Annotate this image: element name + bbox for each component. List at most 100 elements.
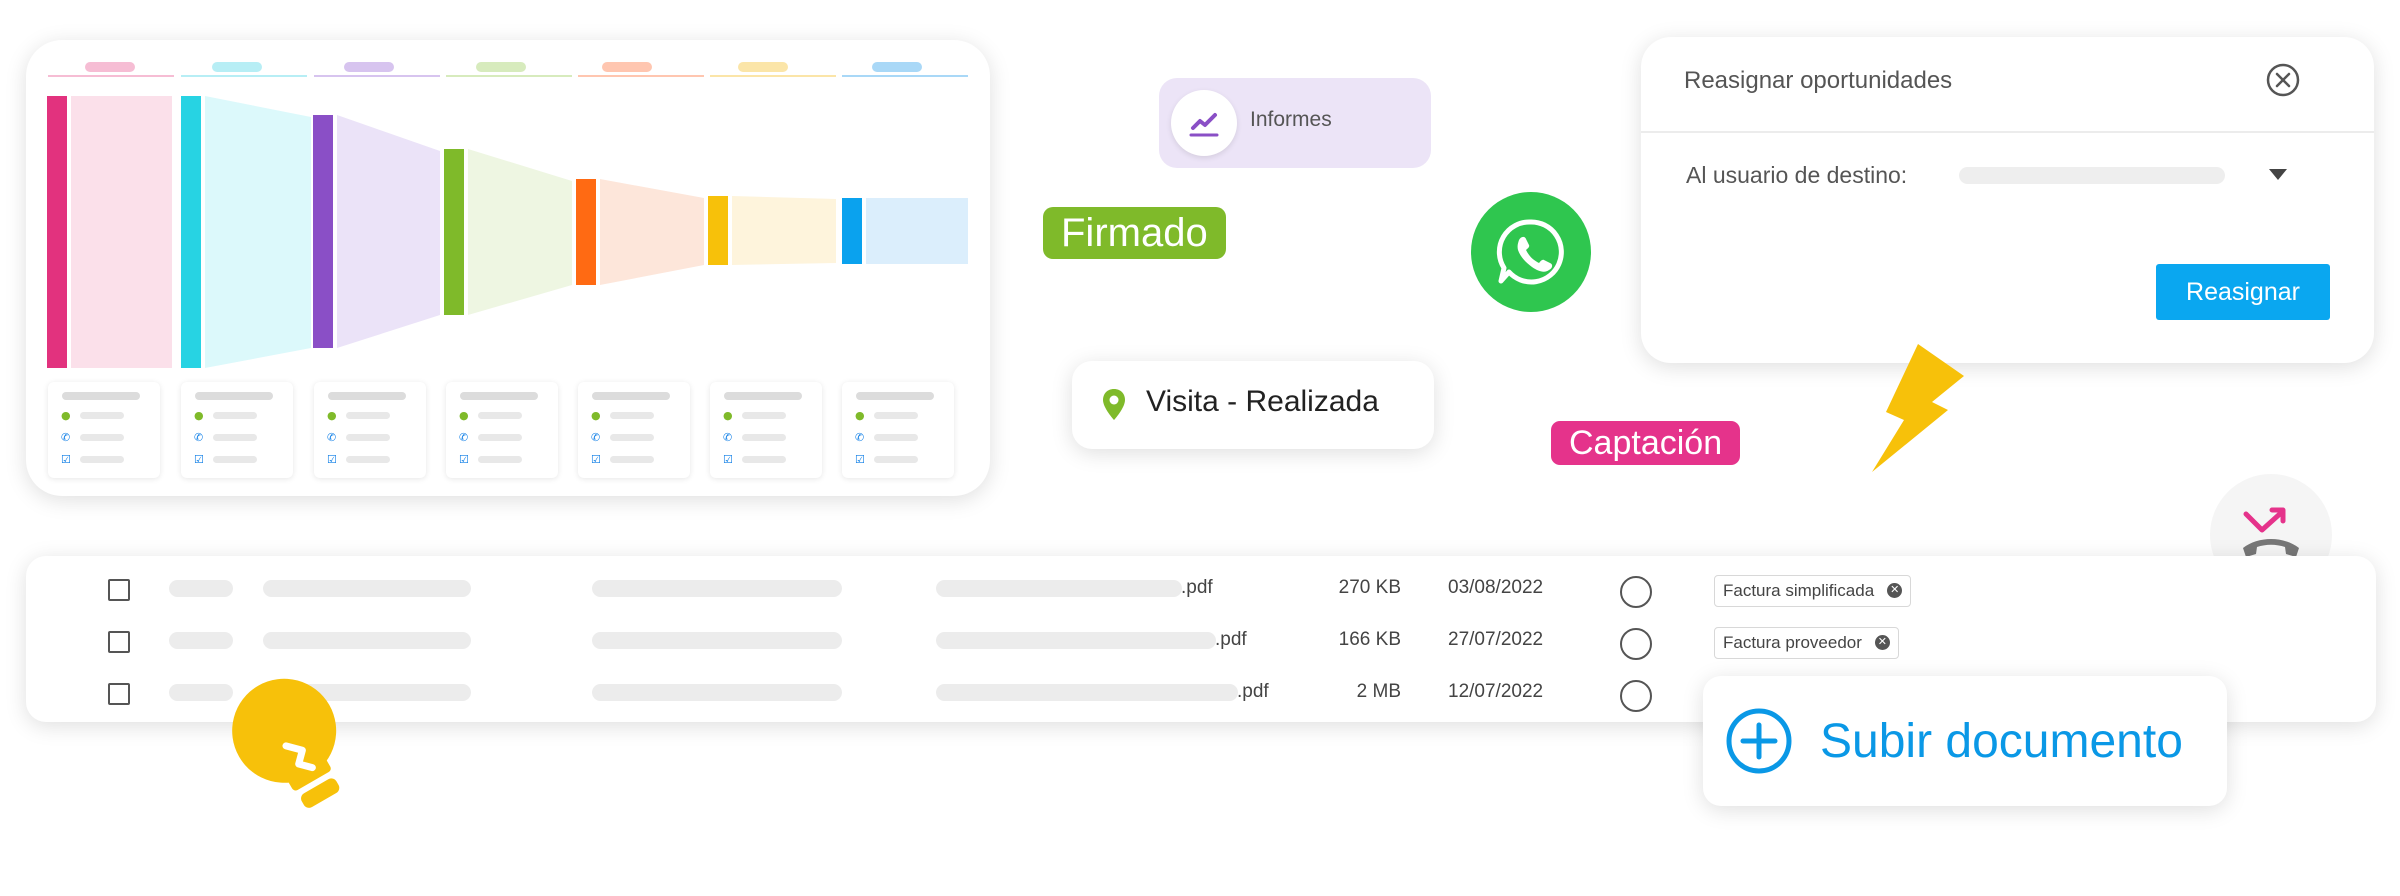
- placeholder-line: [874, 412, 918, 419]
- row-checkbox[interactable]: [108, 579, 130, 601]
- file-size: 166 KB: [1338, 629, 1401, 650]
- stage-card-5[interactable]: ● ✆ ☑: [578, 382, 690, 478]
- stage-tab-5[interactable]: [602, 62, 652, 72]
- placeholder-line: [80, 412, 124, 419]
- document-tag[interactable]: Factura simplificada ✕: [1714, 575, 1912, 607]
- location-pin-icon: ●: [327, 409, 337, 422]
- upload-document-button[interactable]: Subir documento: [1703, 676, 2227, 806]
- upload-document-label: Subir documento: [1820, 715, 2183, 768]
- destination-user-select[interactable]: [1959, 167, 2301, 185]
- phone-icon: ✆: [591, 431, 601, 444]
- phone-icon: ✆: [327, 431, 337, 444]
- stage-underline-7: [842, 75, 968, 77]
- checkbox-icon: ☑: [194, 453, 204, 466]
- close-icon[interactable]: [2266, 63, 2300, 97]
- stage-card-4[interactable]: ● ✆ ☑: [446, 382, 558, 478]
- funnel-bar-5: [576, 179, 596, 285]
- stage-underline-2: [181, 75, 307, 77]
- filename-placeholder: [936, 580, 1182, 597]
- stage-tab-2[interactable]: [212, 62, 262, 72]
- destination-user-label: Al usuario de destino:: [1686, 162, 1908, 188]
- modal-title: Reasignar oportunidades: [1684, 67, 1953, 94]
- placeholder-line: [346, 434, 390, 441]
- placeholder-line: [80, 434, 124, 441]
- stage-tab-1[interactable]: [85, 62, 135, 72]
- location-pin-icon: [1103, 389, 1125, 420]
- tag-icon[interactable]: [1620, 680, 1652, 712]
- phone-icon: ✆: [855, 431, 865, 444]
- whatsapp-button[interactable]: [1471, 192, 1591, 312]
- filename-placeholder: [936, 632, 1216, 649]
- funnel-band-2: [205, 96, 311, 368]
- placeholder-line: [610, 456, 654, 463]
- stage-tab-7[interactable]: [872, 62, 922, 72]
- stage-card-title: [62, 392, 140, 400]
- row-checkbox[interactable]: [108, 631, 130, 653]
- informes-label: Informes: [1250, 108, 1332, 131]
- placeholder-line: [478, 456, 522, 463]
- firmado-tag: Firmado: [1043, 207, 1226, 259]
- phone-icon: ✆: [61, 431, 71, 444]
- placeholder-line: [610, 412, 654, 419]
- placeholder-line: [213, 434, 257, 441]
- tag-icon[interactable]: [1620, 576, 1652, 608]
- funnel-bar-7: [842, 198, 862, 264]
- placeholder-line: [874, 456, 918, 463]
- placeholder-line: [346, 456, 390, 463]
- document-tag-label: Factura simplificada: [1723, 581, 1875, 600]
- placeholder-line: [346, 412, 390, 419]
- placeholder-line: [478, 412, 522, 419]
- placeholder-cell: [592, 580, 842, 597]
- placeholder-line: [213, 412, 257, 419]
- checkbox-icon: ☑: [61, 453, 71, 466]
- placeholder-cell: [169, 632, 233, 649]
- stage-tab-4[interactable]: [476, 62, 526, 72]
- stage-card-6[interactable]: ● ✆ ☑: [710, 382, 822, 478]
- stage-card-2[interactable]: ● ✆ ☑: [181, 382, 293, 478]
- placeholder-cell: [263, 580, 471, 597]
- filename-placeholder: [936, 684, 1238, 701]
- placeholder-line: [80, 456, 124, 463]
- stage-underline-4: [446, 75, 572, 77]
- checkbox-icon: ☑: [723, 453, 733, 466]
- stage-card-title: [724, 392, 802, 400]
- remove-tag-icon[interactable]: ✕: [1874, 635, 1890, 650]
- stage-tab-6[interactable]: [738, 62, 788, 72]
- stage-card-title: [592, 392, 670, 400]
- document-tag[interactable]: Factura proveedor ✕: [1714, 627, 1899, 659]
- checkbox-icon: ☑: [855, 453, 865, 466]
- funnel-band-5: [600, 179, 704, 285]
- stage-card-7[interactable]: ● ✆ ☑: [842, 382, 954, 478]
- row-checkbox[interactable]: [108, 683, 130, 705]
- funnel-band-1: [71, 96, 172, 368]
- stage-card-1[interactable]: ● ✆ ☑: [48, 382, 160, 478]
- placeholder-line: [742, 434, 786, 441]
- remove-tag-icon[interactable]: ✕: [1887, 583, 1903, 598]
- whatsapp-icon: [1496, 219, 1564, 285]
- location-pin-icon: ●: [61, 409, 71, 422]
- lightning-icon: [1872, 344, 1964, 472]
- table-row[interactable]: .pdf 166 KB 27/07/2022 Factura proveedor…: [26, 617, 2376, 669]
- location-pin-icon: ●: [459, 409, 469, 422]
- plus-circle-icon: [1726, 708, 1792, 774]
- stage-card-3[interactable]: ● ✆ ☑: [314, 382, 426, 478]
- stage-tab-3[interactable]: [344, 62, 394, 72]
- file-date: 03/08/2022: [1448, 577, 1544, 598]
- funnel-bar-3: [313, 115, 333, 348]
- stage-card-title: [195, 392, 273, 400]
- table-row[interactable]: .pdf 270 KB 03/08/2022 Factura simplific…: [26, 565, 2376, 617]
- funnel-band-7: [866, 198, 968, 264]
- select-value-placeholder: [1959, 167, 2225, 184]
- file-date: 27/07/2022: [1448, 629, 1544, 650]
- informes-button[interactable]: Informes: [1159, 78, 1431, 168]
- phone-icon: ✆: [459, 431, 469, 444]
- chevron-down-icon: [2269, 169, 2287, 180]
- reasignar-button[interactable]: Reasignar: [2156, 264, 2330, 320]
- tag-icon[interactable]: [1620, 628, 1652, 660]
- stage-card-title: [328, 392, 406, 400]
- funnel-bar-6: [708, 196, 728, 265]
- file-size: 2 MB: [1356, 681, 1401, 702]
- document-tag-label: Factura proveedor: [1723, 633, 1862, 652]
- visita-card[interactable]: Visita - Realizada: [1072, 361, 1434, 449]
- placeholder-line: [478, 434, 522, 441]
